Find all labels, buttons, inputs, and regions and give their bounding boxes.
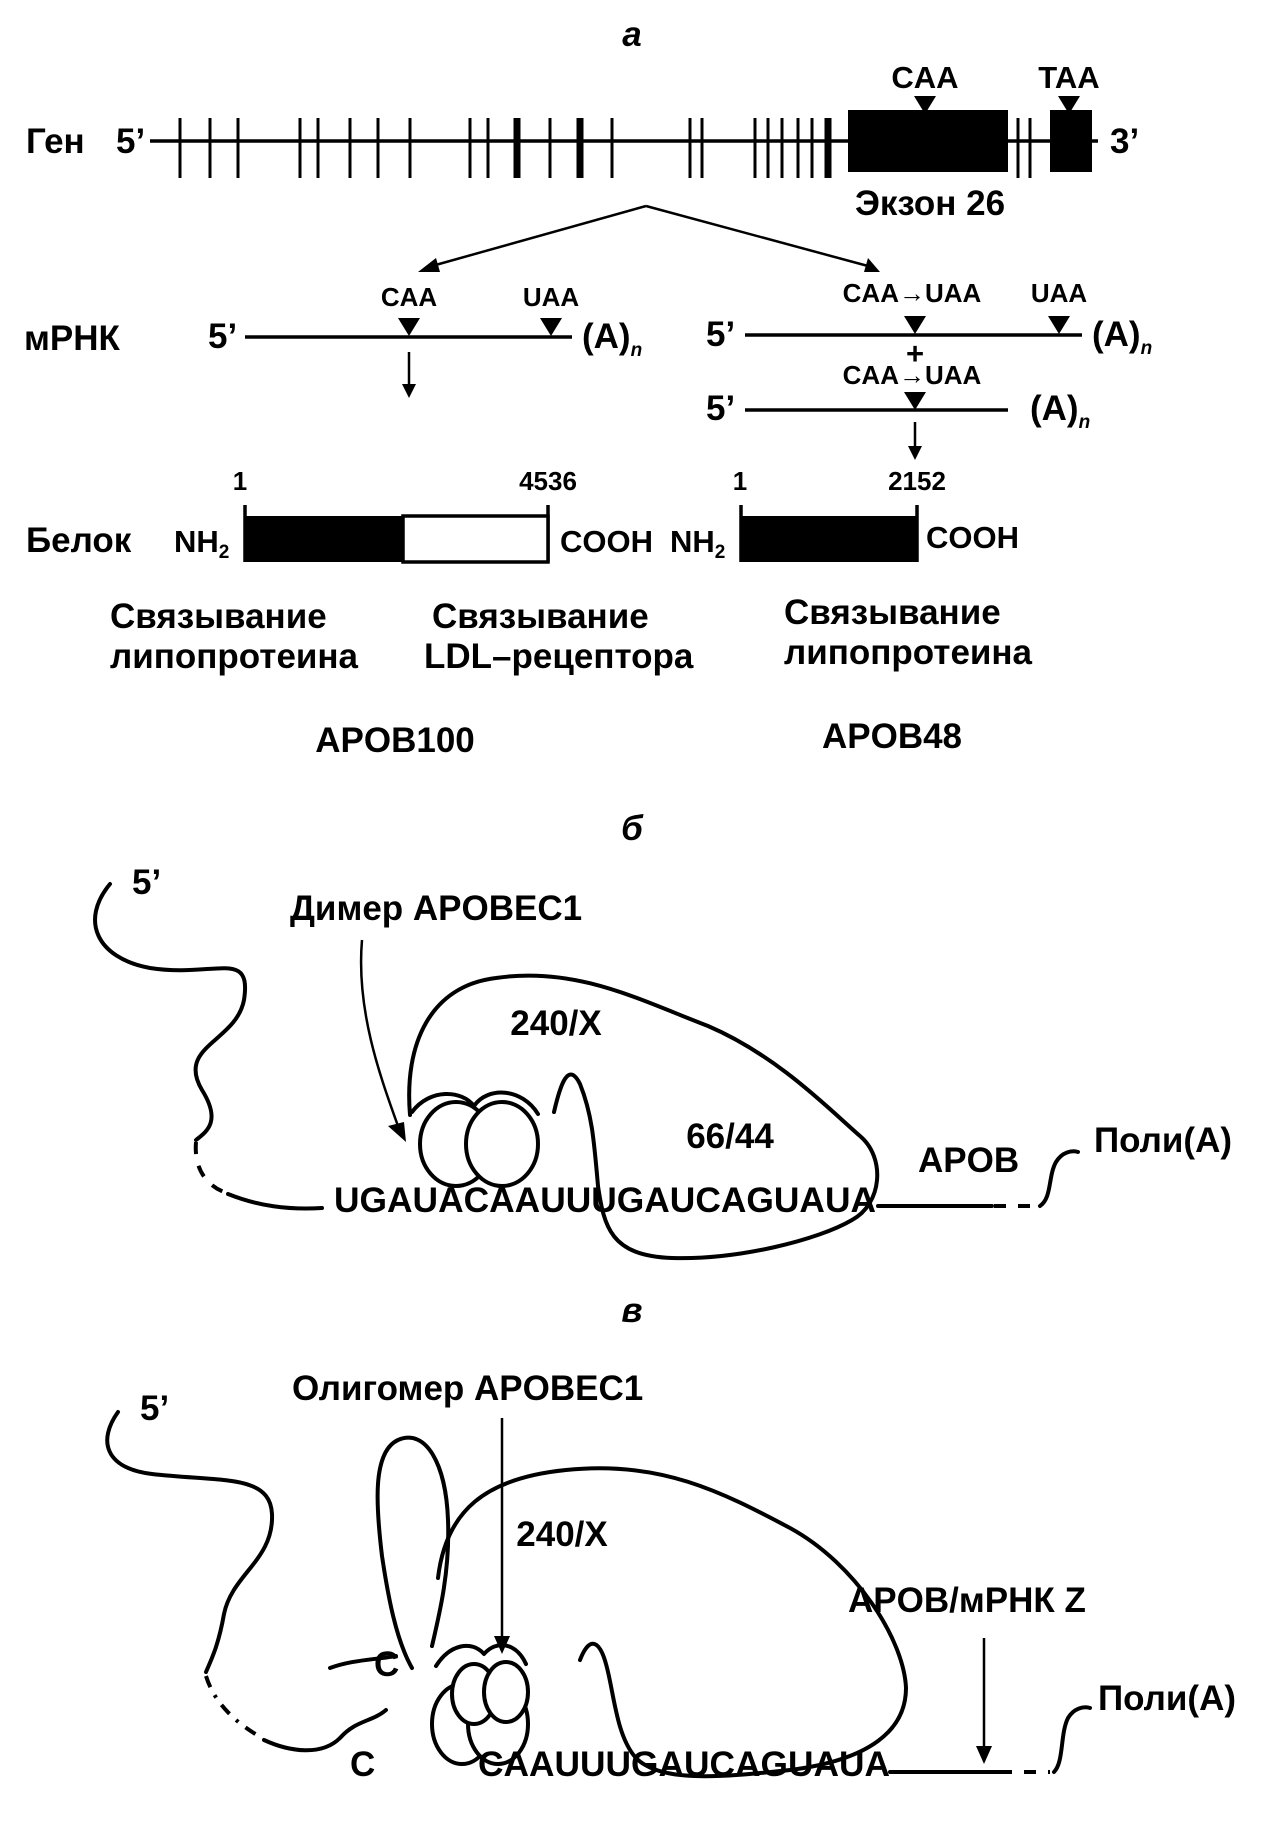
mrna-left-caa: CAA bbox=[381, 282, 438, 312]
domain-left-1: Связывание липопротеина bbox=[110, 597, 359, 676]
panel-b-letter: б bbox=[621, 809, 644, 848]
panel-b-enzyme-label: Димер APOBEC1 bbox=[290, 889, 582, 928]
gene-exon-ticks bbox=[178, 118, 1032, 178]
panel-c-sequence: CAAUUUGAUCAGUAUA bbox=[478, 1745, 890, 1784]
caa-marker bbox=[914, 96, 936, 114]
mrna-right-tail-2: (A)n bbox=[1030, 389, 1090, 433]
mrna-right-uaa: UAA bbox=[1031, 278, 1088, 308]
mrna-row: мРНК 5’ CAA UAA (A)n 5’ CAA→UAA UAA (A)n… bbox=[24, 278, 1152, 460]
protein-right-nh2: NH2 bbox=[670, 524, 725, 563]
panel-c-5prime-strand bbox=[105, 1410, 275, 1674]
panel-c-enzyme-label: Олигомер APOBEC1 bbox=[292, 1369, 643, 1408]
mrna-row-label: мРНК bbox=[24, 319, 121, 358]
mrna-left-five-prime: 5’ bbox=[208, 317, 237, 356]
gene-five-prime: 5’ bbox=[116, 122, 145, 161]
panel-c-5prime-dashdot bbox=[204, 1675, 263, 1740]
panel-b-inner-label: 66/44 bbox=[686, 1117, 774, 1156]
protein-row: Белок NH2 1 4536 COOH NH2 1 2152 COOH bbox=[26, 466, 1019, 564]
exon-26-block bbox=[848, 110, 1008, 172]
gene-caa-label: CAA bbox=[891, 60, 958, 95]
mrna-right-edit-2: CAA→UAA bbox=[843, 360, 982, 390]
mrna-right-tail-1: (A)n bbox=[1092, 315, 1152, 359]
apob100-bar-ldl bbox=[401, 514, 550, 564]
panel-c-letter: в bbox=[621, 1291, 642, 1330]
apob100-bar-binding bbox=[245, 516, 403, 562]
mrna-left-tail: (A)n bbox=[582, 317, 642, 361]
protein-row-label: Белок bbox=[26, 521, 132, 560]
mrna-left-uaa: UAA bbox=[523, 282, 580, 312]
domain-left-2: Связывание LDL–рецептора bbox=[424, 597, 694, 676]
panel-c-five-prime: 5’ bbox=[140, 1389, 169, 1428]
panel-c-structure: Олигомер APOBEC1 5’ C C 240/X CAAUUUGAUC… bbox=[105, 1369, 1236, 1784]
gene-three-prime: 3’ bbox=[1110, 122, 1139, 161]
split-arrows bbox=[418, 204, 880, 272]
panel-b-structure: 5’ UGAUACAAUUUGAUCAGUAUA 240/X 66/44 Дим… bbox=[93, 863, 1232, 1261]
protein-left-start: 1 bbox=[233, 466, 247, 496]
panel-b-five-prime: 5’ bbox=[132, 863, 161, 902]
panel-a-letter: а bbox=[622, 15, 641, 54]
apob48-label: APOB48 bbox=[822, 717, 962, 756]
panel-c-loop-240x bbox=[436, 1466, 908, 1779]
gene-taa-label: TAA bbox=[1038, 60, 1099, 95]
apobec1-oligomer bbox=[430, 1643, 530, 1766]
panel-b-5prime-strand bbox=[93, 882, 248, 1142]
mrna-right-five-prime-2: 5’ bbox=[706, 389, 735, 428]
panel-b-gene-label: APOB bbox=[918, 1141, 1019, 1180]
apob48-bar bbox=[741, 516, 917, 562]
protein-left-nh2: NH2 bbox=[174, 524, 229, 563]
mrna-right-plus: + bbox=[906, 336, 924, 371]
panel-c-loop-label: 240/X bbox=[516, 1515, 608, 1554]
protein-left-end: 4536 bbox=[519, 466, 577, 496]
panel-c-target-label: APOB/мРНК Z bbox=[848, 1581, 1086, 1620]
protein-right-end: 2152 bbox=[888, 466, 946, 496]
panel-b-loop-label: 240/X bbox=[510, 1004, 602, 1043]
panel-c-c-lower: C bbox=[350, 1745, 375, 1784]
mrna-right-five-prime-1: 5’ bbox=[706, 315, 735, 354]
panel-b-5prime-dash bbox=[193, 1141, 225, 1194]
protein-right-cooh: COOH bbox=[926, 520, 1019, 555]
gene-row: Ген 5’ bbox=[26, 60, 1139, 223]
domain-captions: Связывание липопротеина Связывание LDL–р… bbox=[110, 593, 1033, 760]
exon-26-label: Экзон 26 bbox=[855, 184, 1005, 223]
panel-b-loop-240x bbox=[407, 973, 880, 1261]
apobec1-dimer bbox=[410, 1090, 540, 1188]
gene-row-label: Ген bbox=[26, 122, 85, 161]
taa-marker bbox=[1058, 96, 1080, 114]
apob100-label: APOB100 bbox=[315, 721, 475, 760]
protein-left-cooh: COOH bbox=[560, 524, 653, 559]
panel-b-tail-label: Поли(A) bbox=[1094, 1121, 1232, 1160]
protein-right-start: 1 bbox=[733, 466, 747, 496]
panel-c-c-upper: C bbox=[374, 1645, 399, 1684]
domain-right-1: Связывание липопротеина bbox=[784, 593, 1033, 672]
last-exon-block bbox=[1050, 110, 1092, 172]
panel-c-tail-label: Поли(A) bbox=[1098, 1679, 1236, 1718]
mrna-right-edit-1: CAA→UAA bbox=[843, 278, 982, 308]
